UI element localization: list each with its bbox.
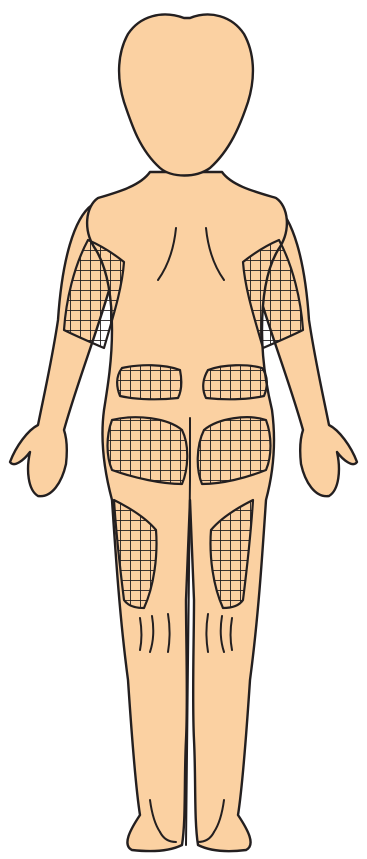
head: [119, 15, 253, 176]
lower-back-left: [117, 365, 181, 399]
lower-back-right: [203, 365, 267, 399]
